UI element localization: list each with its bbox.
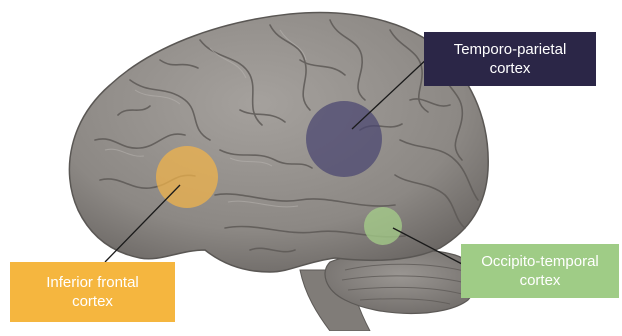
region-occipito-temporal-marker [364, 207, 402, 245]
label-inferior-frontal-line2: cortex [46, 292, 139, 311]
label-occipito-temporal-line2: cortex [481, 271, 599, 290]
label-temporo-parietal: Temporo-parietal cortex [424, 32, 596, 86]
label-inferior-frontal: Inferior frontal cortex [10, 262, 175, 322]
label-temporo-parietal-line2: cortex [454, 59, 567, 78]
region-inferior-frontal-marker [156, 146, 218, 208]
label-occipito-temporal: Occipito-temporal cortex [461, 244, 619, 298]
label-inferior-frontal-line1: Inferior frontal [46, 273, 139, 292]
label-temporo-parietal-line1: Temporo-parietal [454, 40, 567, 59]
label-occipito-temporal-line1: Occipito-temporal [481, 252, 599, 271]
